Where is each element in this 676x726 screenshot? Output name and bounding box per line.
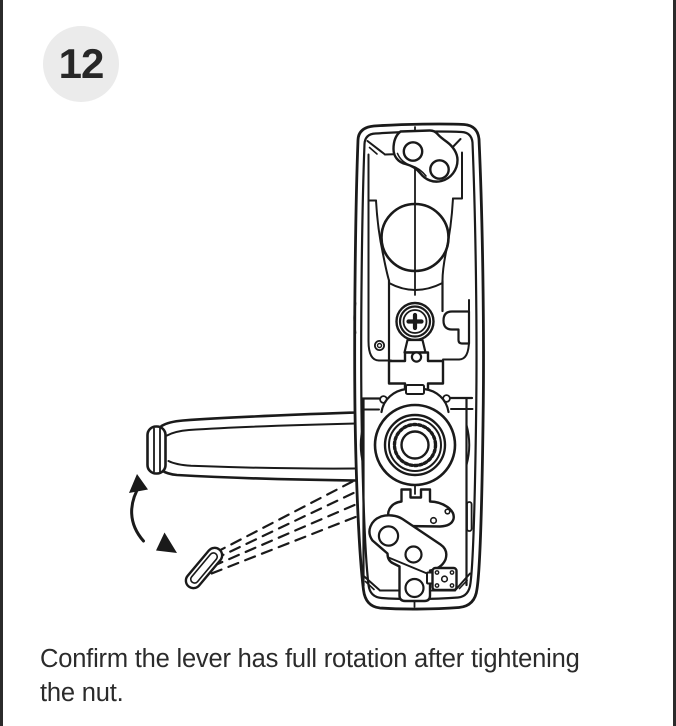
step-number: 12 <box>58 40 105 87</box>
caption-line-2: the nut. <box>40 679 124 707</box>
lever-end-cap <box>146 425 167 475</box>
step-number-badge: 12 <box>43 26 119 102</box>
lock-assembly-illustration <box>3 0 676 726</box>
phillips-cross-icon <box>406 312 424 331</box>
splined-hub-nut <box>373 403 457 487</box>
phillips-screw <box>395 301 435 354</box>
spring-hook <box>442 310 471 345</box>
cylinder-opening <box>380 202 450 273</box>
lower-cam <box>386 488 455 528</box>
hub-housing <box>353 302 474 588</box>
dashed-lever-end-cap <box>184 546 224 590</box>
spline-teeth <box>392 422 438 468</box>
lever-handle-solid <box>146 411 358 482</box>
top-mounting-cam <box>392 129 459 183</box>
lock-diagram-svg <box>129 122 485 611</box>
washer <box>373 339 385 351</box>
retainer-bracket <box>426 566 458 592</box>
plate-inner-outline <box>360 130 478 601</box>
rotation-arrow-icon <box>129 474 177 553</box>
instruction-caption: Confirm the lever has full rotation afte… <box>40 642 655 710</box>
caption-line-1: Confirm the lever has full rotation afte… <box>40 645 580 673</box>
lock-body-plate <box>353 122 485 611</box>
lever-handle-dashed <box>184 480 357 590</box>
bottom-panel-edges <box>361 572 471 608</box>
